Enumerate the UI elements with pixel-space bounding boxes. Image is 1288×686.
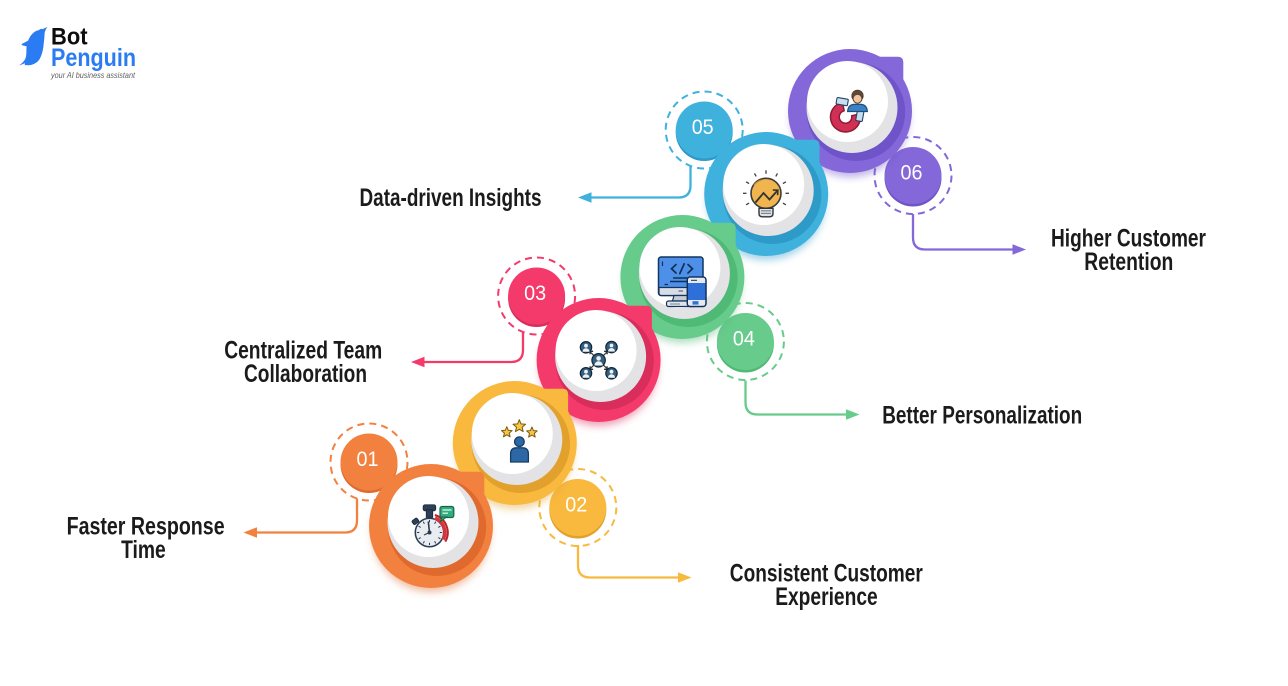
svg-text:Experience: Experience: [775, 583, 878, 611]
svg-text:02: 02: [565, 492, 587, 516]
svg-text:01: 01: [357, 447, 379, 471]
svg-text:Retention: Retention: [1084, 248, 1173, 276]
svg-text:Better Personalization: Better Personalization: [882, 402, 1082, 430]
svg-text:Centralized Team: Centralized Team: [224, 337, 382, 365]
svg-text:Faster Response: Faster Response: [67, 513, 225, 541]
svg-text:Time: Time: [121, 536, 166, 564]
svg-text:your AI business assistant: your AI business assistant: [50, 70, 135, 80]
svg-text:Bot: Bot: [51, 24, 88, 51]
svg-text:Penguin: Penguin: [51, 44, 136, 72]
svg-text:Collaboration: Collaboration: [244, 360, 367, 388]
svg-text:03: 03: [524, 281, 546, 305]
svg-text:05: 05: [692, 115, 714, 139]
svg-text:04: 04: [733, 326, 755, 350]
svg-text:Consistent Customer: Consistent Customer: [730, 560, 923, 588]
svg-text:Higher Customer: Higher Customer: [1051, 225, 1206, 253]
svg-text:Data-driven Insights: Data-driven Insights: [360, 184, 542, 212]
svg-text:06: 06: [901, 160, 923, 184]
